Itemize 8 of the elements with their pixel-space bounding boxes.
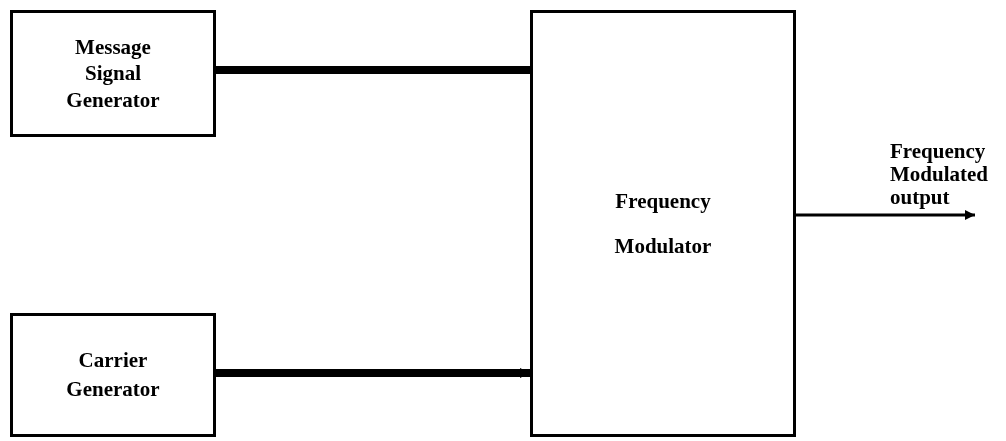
block-label: Carrier Generator [65, 346, 161, 403]
arrow [796, 210, 975, 220]
block-box [10, 313, 216, 437]
block-box [530, 10, 796, 437]
arrow [216, 368, 530, 378]
block-box [10, 10, 216, 137]
block-label: Frequency Modulator [613, 188, 713, 260]
block-label: Message Signal Generator [65, 34, 161, 113]
